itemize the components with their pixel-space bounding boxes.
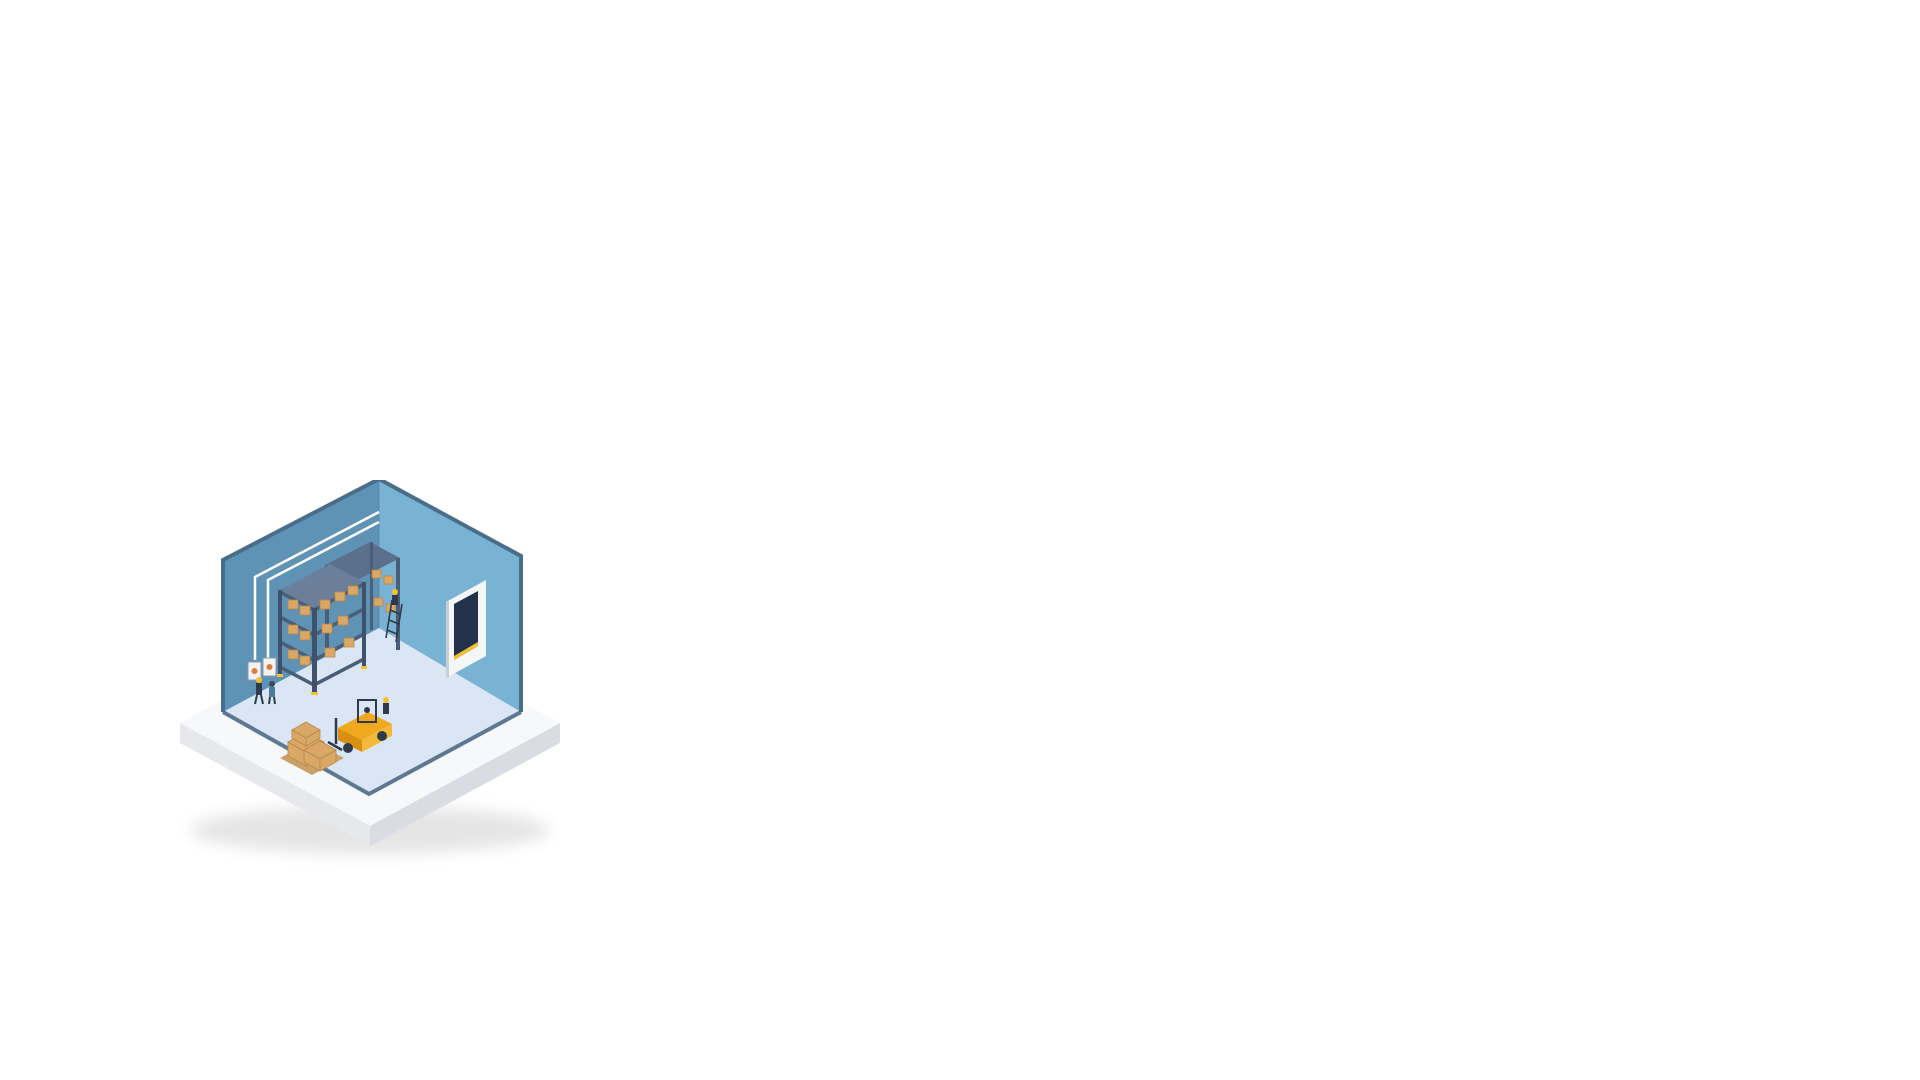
ladder-icon — [385, 599, 403, 643]
worker-figure-icon — [254, 677, 264, 705]
worker-figure-icon — [383, 697, 389, 714]
shelving-rack-icon — [277, 542, 400, 695]
worker-figure-icon — [392, 589, 398, 605]
warehouse-illustration — [160, 480, 600, 870]
electrical-panel-icon — [247, 657, 277, 681]
warehouse-room-icon — [180, 480, 560, 854]
loading-dock-door-icon — [446, 580, 486, 678]
forklift-icon — [327, 699, 392, 753]
worker-figure-icon — [268, 681, 276, 705]
cardboard-boxes-icon — [280, 721, 344, 775]
wall-pipes — [253, 510, 380, 662]
